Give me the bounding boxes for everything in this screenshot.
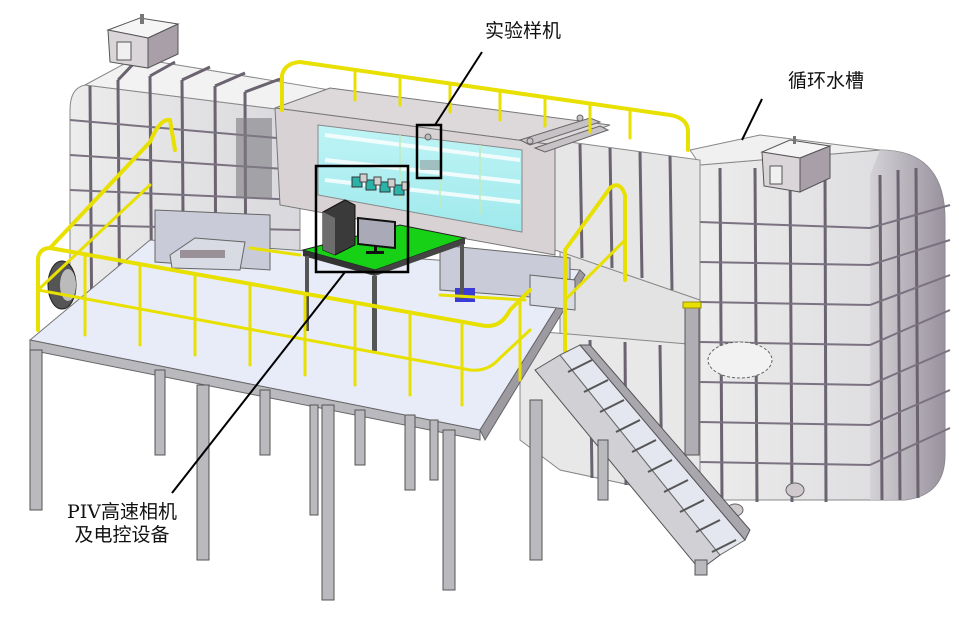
label-piv-equipment: PIV高速相机 及电控设备 (57, 501, 187, 547)
left-access-hatch (106, 14, 180, 69)
leader-lines (171, 51, 763, 494)
right-access-hatch (760, 136, 832, 193)
label-test-prototype: 实验样机 (485, 20, 562, 42)
diffuser (554, 139, 701, 301)
label-piv-line1: PIV高速相机 (66, 501, 177, 523)
callout-box-prototype (415, 123, 443, 180)
computer-monitor (357, 216, 396, 254)
label-piv-line2: 及电控设备 (74, 524, 170, 546)
computer-tower (322, 199, 356, 256)
staircase (534, 344, 751, 576)
diffuser-support (682, 301, 702, 456)
label-circulating-tank: 循环水槽 (788, 70, 865, 92)
front-guard-rail (36, 117, 627, 407)
callout-box-piv (314, 164, 410, 274)
platform-legs (29, 349, 543, 601)
upper-guard-rail (280, 59, 690, 152)
piv-cameras (351, 173, 410, 196)
